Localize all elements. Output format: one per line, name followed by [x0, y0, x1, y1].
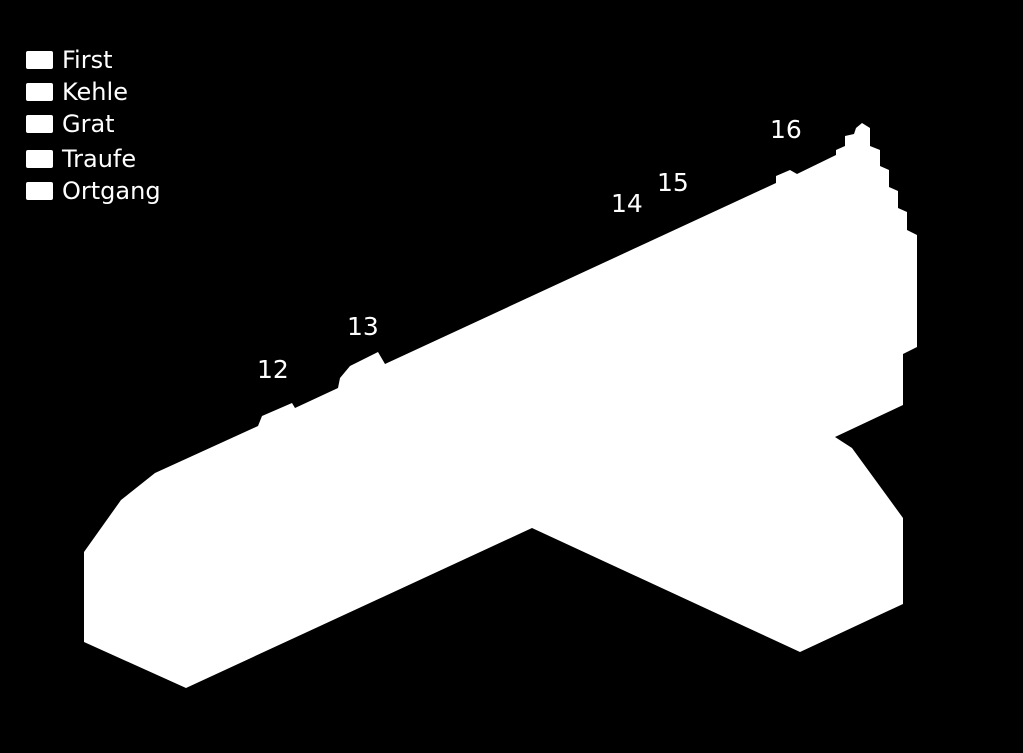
legend-label: Kehle [62, 78, 128, 106]
legend-item-grat: Grat [26, 112, 115, 136]
legend-item-first: First [26, 48, 113, 72]
legend-swatch [26, 182, 53, 200]
legend-swatch [26, 150, 53, 168]
number-label-13: 13 [347, 312, 379, 341]
legend-item-ortgang: Ortgang [26, 179, 161, 203]
number-label-16: 16 [770, 115, 802, 144]
legend-label: Traufe [62, 145, 137, 173]
legend-item-kehle: Kehle [26, 80, 128, 104]
roof-body-shape [84, 123, 917, 688]
legend-swatch [26, 51, 53, 69]
legend-label: First [62, 46, 113, 74]
number-label-14: 14 [611, 189, 643, 218]
legend-label: Grat [62, 110, 115, 138]
legend-item-traufe: Traufe [26, 147, 136, 171]
legend-label: Ortgang [62, 177, 161, 205]
number-label-15: 15 [657, 168, 689, 197]
legend-swatch [26, 115, 53, 133]
number-label-12: 12 [257, 355, 289, 384]
legend-swatch [26, 83, 53, 101]
